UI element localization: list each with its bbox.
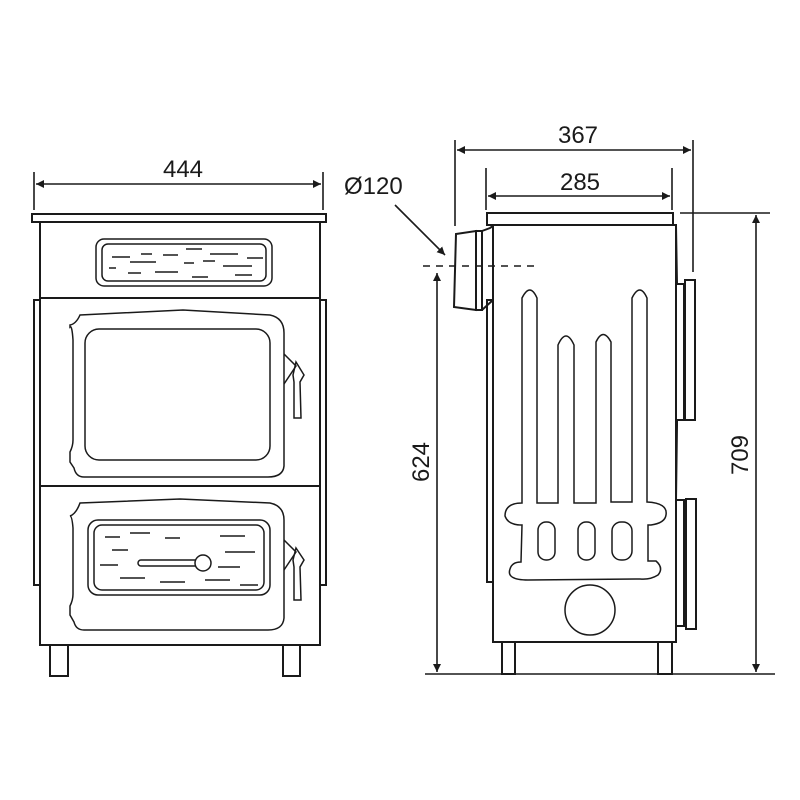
upper-door-handle[interactable] [283,353,305,419]
rib-slot [577,521,596,561]
total-height-label: 709 [727,435,754,475]
rib-slot [537,521,556,561]
lower-door-window-inner [93,524,265,591]
flue-connector [481,225,494,311]
side-depth-total-label: 367 [558,122,598,149]
flue-ring [475,230,483,311]
side-top-plate [486,212,674,226]
leg [49,644,69,677]
lower-door [69,498,285,631]
flame-pattern [100,532,258,586]
lower-door-side [685,498,697,630]
flame-pattern [109,248,263,278]
leg [657,641,673,675]
front-side-left [33,299,41,586]
front-top-plate [31,213,327,223]
top-vent [95,238,273,287]
flue-leader-line [394,204,446,256]
front-view: 444 [31,156,327,677]
side-front-profile [674,225,685,627]
flue-collar [452,229,477,312]
rib-slot [611,521,633,561]
leg [282,644,301,677]
air-control-slider[interactable] [137,554,212,572]
side-ribs [504,289,667,581]
air-inlet [564,584,616,636]
leg [501,641,516,675]
flue-diameter-label: Ø120 [344,173,403,200]
side-view: 367 285 Ø120 624 709 [344,122,775,675]
upper-door-glass [84,328,271,461]
front-width-label: 444 [163,156,203,183]
front-side-right [319,299,327,586]
top-vent-inner [101,243,267,282]
flue-height-label: 624 [408,442,435,482]
lower-door-handle[interactable] [283,539,305,601]
lower-door-window [87,519,271,596]
upper-door-side [684,279,696,421]
upper-door [69,309,285,478]
side-depth-body-label: 285 [560,169,600,196]
side-rear-panel [486,299,494,583]
